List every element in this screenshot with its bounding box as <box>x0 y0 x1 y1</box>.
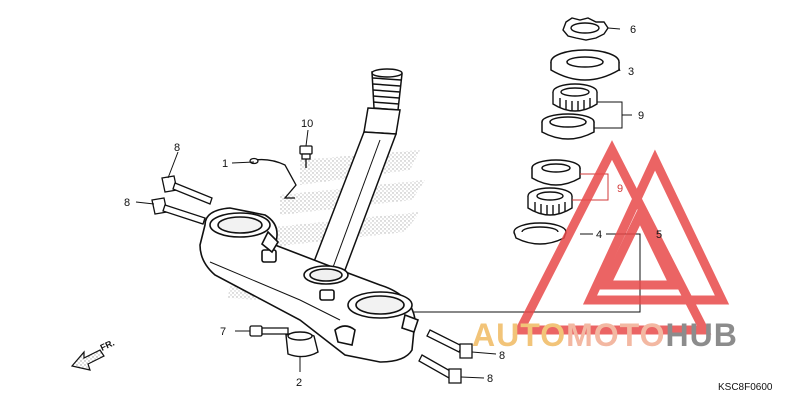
callout-8-right-b: 8 <box>487 373 493 385</box>
front-direction-indicator: FR. <box>70 338 116 371</box>
clamp-2 <box>285 331 319 358</box>
callout-9-upper: 9 <box>638 110 644 122</box>
callout-10: 10 <box>301 118 313 130</box>
bolt-10 <box>299 145 313 168</box>
bolt-7 <box>249 325 289 337</box>
cable-guide-1 <box>249 157 297 199</box>
bearing-9-upper <box>552 83 598 112</box>
seal-4 <box>513 222 567 245</box>
callout-5: 5 <box>656 229 662 241</box>
callout-4: 4 <box>596 229 602 241</box>
diagram-code: KSC8F0600 <box>718 382 773 393</box>
callout-8-right-a: 8 <box>499 350 505 362</box>
watermark-brand-part-2: MOTO <box>566 317 666 353</box>
lower-triple-clamp <box>199 207 420 363</box>
callout-1: 1 <box>222 158 228 170</box>
bearing-9-lower <box>527 187 573 216</box>
callout-7: 7 <box>220 326 226 338</box>
watermark-brand-part-1: AUTO <box>472 317 567 353</box>
race-9-upper <box>541 113 595 140</box>
steering-stem <box>308 68 403 279</box>
direction-arrow-icon <box>70 349 105 371</box>
bolt-8-lower-right-a <box>426 329 473 359</box>
callout-8-top: 8 <box>174 142 180 154</box>
nut-6 <box>562 17 609 41</box>
bolt-8-lower-right-b <box>418 354 462 384</box>
watermark-brand: AUTOMOTOHUB <box>472 319 738 351</box>
race-9-lower <box>531 159 581 186</box>
watermark-brand-part-3: HUB <box>665 317 738 353</box>
direction-label: FR. <box>99 338 116 353</box>
dust-seal-3 <box>550 49 620 81</box>
callout-2: 2 <box>296 377 302 389</box>
callout-labels: 1 10 8 8 7 2 8 8 6 3 9 9 4 5 <box>124 24 662 389</box>
callout-8-left: 8 <box>124 197 130 209</box>
watermark-triangle <box>512 140 730 335</box>
bolt-8-upper-left <box>161 175 213 205</box>
callout-9-lower: 9 <box>617 183 623 195</box>
bolt-8-mid-left <box>151 197 206 225</box>
callout-3: 3 <box>628 66 634 78</box>
callout-6: 6 <box>630 24 636 36</box>
